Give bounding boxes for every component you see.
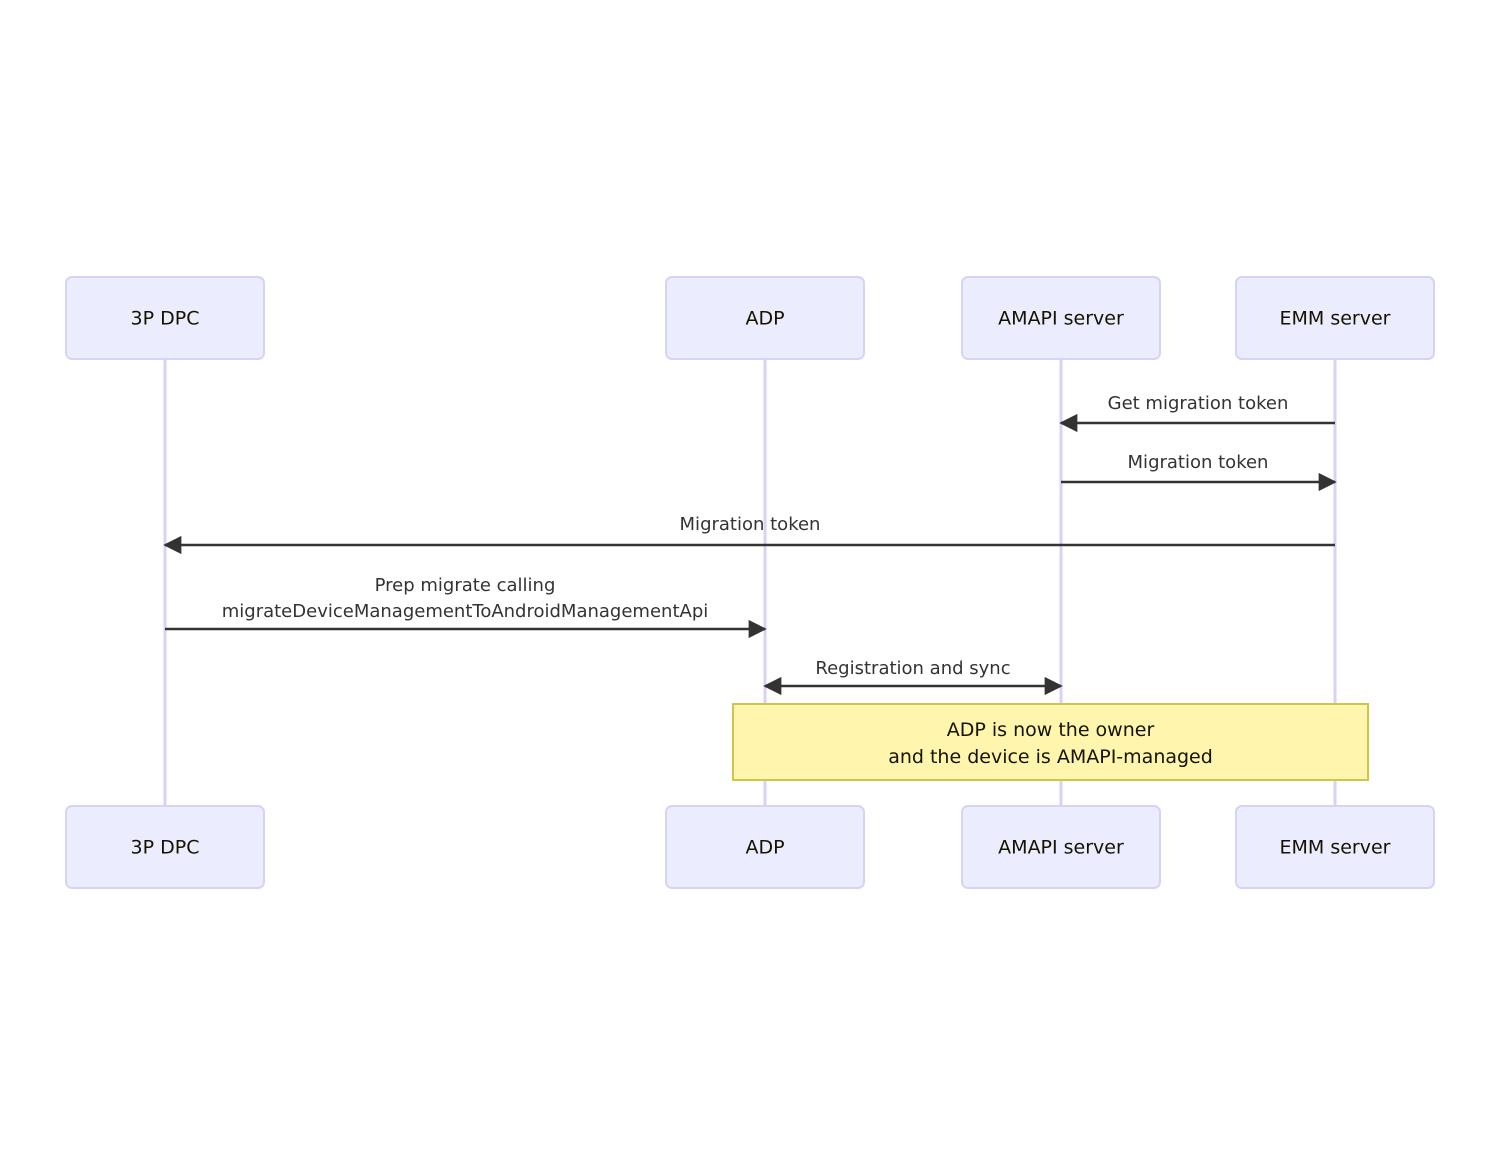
message-label-m1: Get migration token bbox=[1108, 393, 1289, 414]
note-text-line: and the device is AMAPI-managed bbox=[888, 746, 1213, 768]
message-label-m2: Migration token bbox=[1128, 452, 1269, 473]
participant-amapi-top[interactable]: AMAPI server bbox=[961, 276, 1161, 360]
participant-adp-top[interactable]: ADP bbox=[665, 276, 865, 360]
notes-group: ADP is now the owner and the device is AM… bbox=[732, 703, 1369, 781]
participant-label-dpc-bottom: 3P DPC bbox=[131, 837, 200, 859]
participant-box-adp-bottom bbox=[665, 805, 865, 889]
note-box-note1 bbox=[732, 703, 1369, 781]
participant-label-adp-bottom: ADP bbox=[745, 837, 784, 859]
note-text-line: ADP is now the owner bbox=[947, 719, 1155, 741]
message-m1[interactable]: Get migration token bbox=[1059, 393, 1335, 433]
message-label-m3: Migration token bbox=[680, 514, 821, 535]
participant-label-emm-top: EMM server bbox=[1280, 308, 1391, 330]
participant-box-dpc-top bbox=[65, 276, 265, 360]
note-note1: ADP is now the owner and the device is AM… bbox=[732, 703, 1369, 781]
participant-box-emm-bottom bbox=[1235, 805, 1435, 889]
message-m4[interactable]: Prep migrate calling migrateDeviceManagem… bbox=[165, 575, 767, 639]
participant-label-amapi-bottom: AMAPI server bbox=[998, 837, 1124, 859]
participant-box-dpc-bottom bbox=[65, 805, 265, 889]
message-label-m5: Registration and sync bbox=[815, 658, 1010, 679]
note-text-note1: ADP is now the owner and the device is AM… bbox=[888, 719, 1213, 768]
message-label-line: Get migration token bbox=[1108, 393, 1289, 414]
participant-box-adp-top bbox=[665, 276, 865, 360]
message-label-line: Migration token bbox=[680, 514, 821, 535]
message-m2[interactable]: Migration token bbox=[1061, 452, 1337, 492]
message-label-line: Registration and sync bbox=[815, 658, 1010, 679]
message-label-line: migrateDeviceManagementToAndroidManageme… bbox=[222, 601, 709, 622]
participants-top-group: 3P DPC ADP AMAPI server EMM server bbox=[65, 276, 1435, 360]
participant-label-adp-top: ADP bbox=[745, 308, 784, 330]
participant-box-amapi-bottom bbox=[961, 805, 1161, 889]
participant-box-emm-top bbox=[1235, 276, 1435, 360]
participant-emm-bottom[interactable]: EMM server bbox=[1235, 805, 1435, 889]
message-m5[interactable]: Registration and sync bbox=[763, 658, 1063, 696]
participant-adp-bottom[interactable]: ADP bbox=[665, 805, 865, 889]
message-label-m4: Prep migrate calling migrateDeviceManagem… bbox=[222, 575, 709, 622]
participants-bottom-group: 3P DPC ADP AMAPI server EMM server bbox=[65, 805, 1435, 889]
participant-emm-top[interactable]: EMM server bbox=[1235, 276, 1435, 360]
participant-label-dpc-top: 3P DPC bbox=[131, 308, 200, 330]
participant-label-emm-bottom: EMM server bbox=[1280, 837, 1391, 859]
participant-label-amapi-top: AMAPI server bbox=[998, 308, 1124, 330]
message-label-line: Migration token bbox=[1128, 452, 1269, 473]
participant-box-amapi-top bbox=[961, 276, 1161, 360]
participant-amapi-bottom[interactable]: AMAPI server bbox=[961, 805, 1161, 889]
participant-dpc-top[interactable]: 3P DPC bbox=[65, 276, 265, 360]
participant-dpc-bottom[interactable]: 3P DPC bbox=[65, 805, 265, 889]
message-m3[interactable]: Migration token bbox=[163, 514, 1335, 555]
message-label-line: Prep migrate calling bbox=[375, 575, 556, 596]
